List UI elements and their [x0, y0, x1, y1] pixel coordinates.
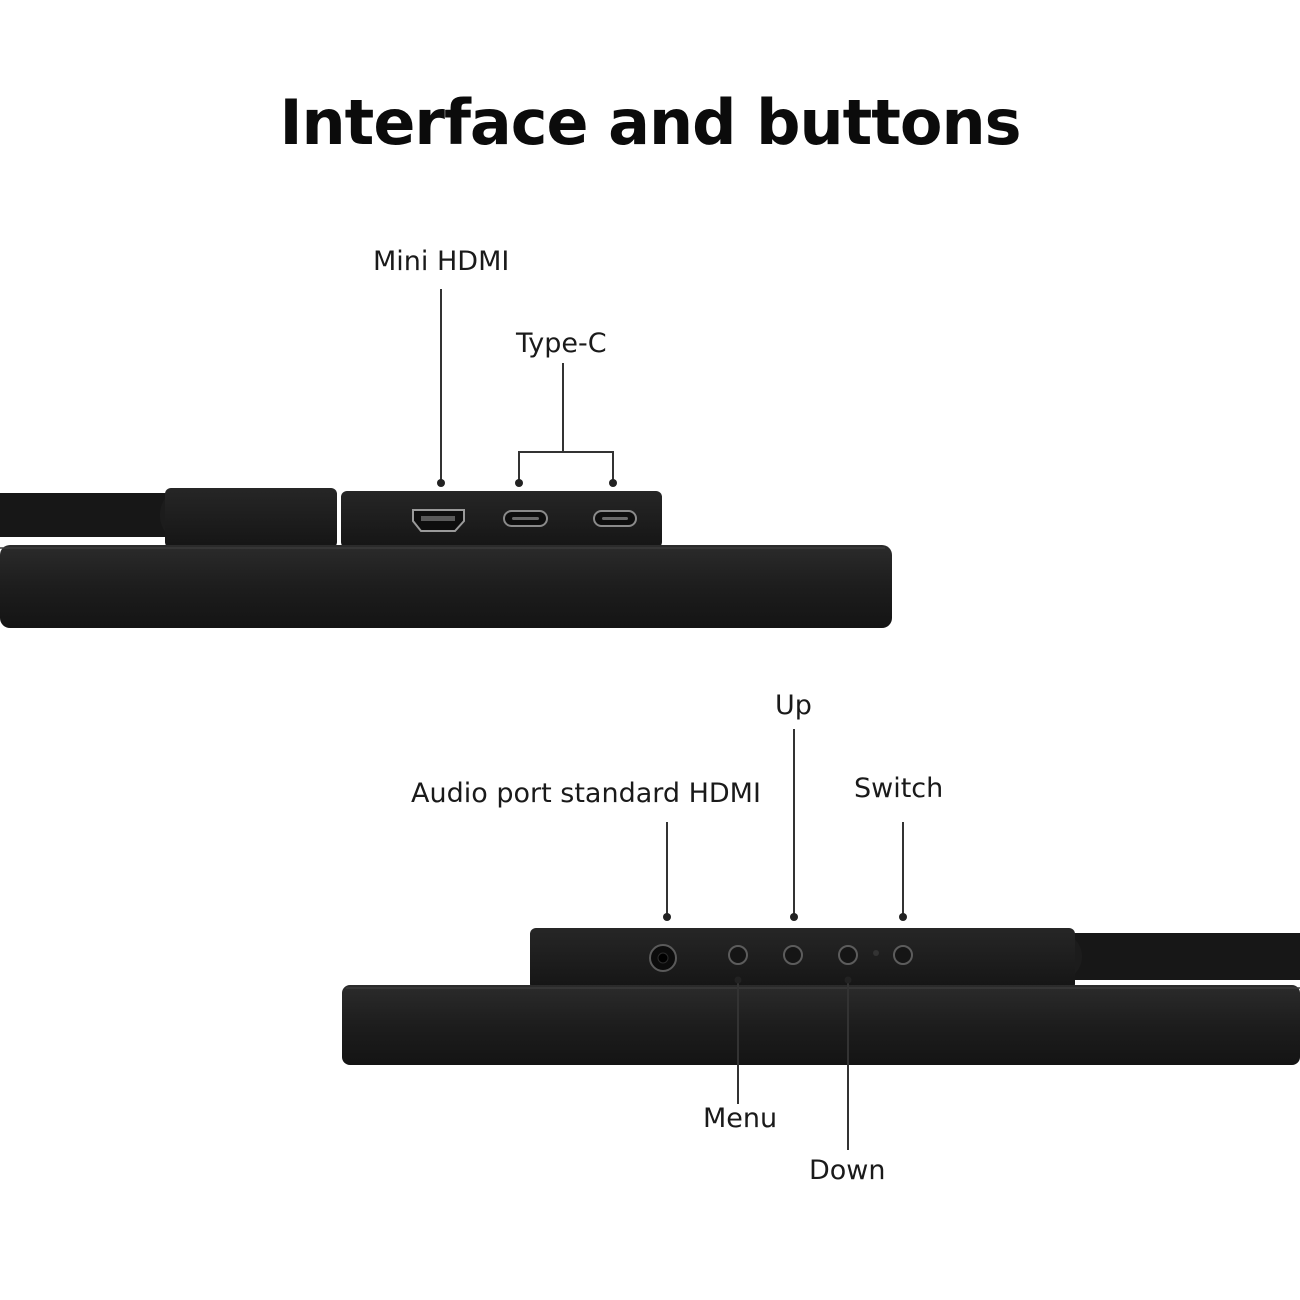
label-type-c: Type-C	[516, 328, 607, 359]
up-button-icon	[783, 945, 803, 965]
indicator-led-icon	[873, 950, 879, 956]
menu-button-icon	[728, 945, 748, 965]
mini-hdmi-port-icon	[412, 509, 465, 532]
top-port-housing	[341, 491, 662, 548]
top-left-housing	[165, 488, 337, 548]
label-down: Down	[809, 1155, 886, 1186]
bottom-device	[342, 928, 1300, 1065]
bottom-button-housing	[530, 928, 1075, 990]
label-menu: Menu	[703, 1103, 778, 1134]
down-button-icon	[838, 945, 858, 965]
label-up: Up	[775, 690, 812, 721]
label-audio-port: Audio port standard HDMI	[411, 778, 761, 809]
label-mini-hdmi: Mini HDMI	[373, 246, 510, 277]
label-switch: Switch	[854, 773, 944, 804]
switch-button-icon	[893, 945, 913, 965]
page-title: Interface and buttons	[279, 86, 1021, 159]
bottom-leader-dots	[663, 913, 907, 984]
bottom-stand-bar	[1040, 933, 1300, 980]
audio-jack-icon	[649, 944, 677, 972]
top-device	[0, 488, 892, 628]
bottom-main-body	[342, 985, 1300, 1065]
top-main-body	[0, 545, 892, 628]
top-leader-lines	[440, 289, 614, 482]
top-leader-dots	[437, 479, 617, 487]
bottom-leader-lines	[666, 729, 904, 1150]
